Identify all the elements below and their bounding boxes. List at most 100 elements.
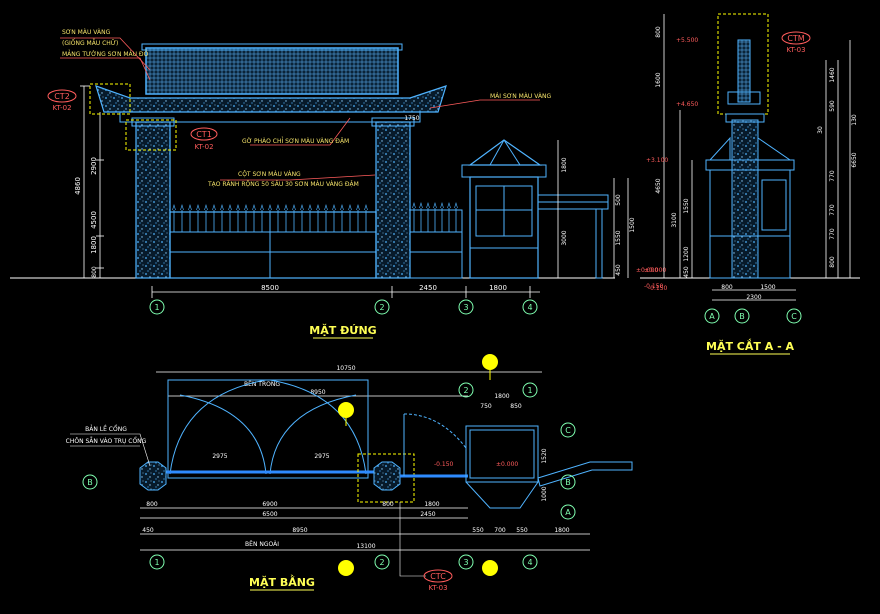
detail-box-ctc — [357, 453, 415, 503]
plan-dim-550b: 550 — [516, 527, 528, 534]
plan-title: MẶT BẰNG — [249, 574, 315, 589]
section-title: MẶT CẮT A - A — [706, 338, 794, 353]
dim-r450: 450 — [615, 264, 622, 276]
elevation-bottom-dims — [151, 286, 540, 298]
fence-bar-spike — [426, 201, 430, 209]
fence-bar-spike — [440, 201, 444, 209]
plan-level-minus: -0.150 — [434, 461, 454, 468]
plan-view: 10750 8950 BÊN TRONG 2975 2975 — [66, 354, 633, 592]
dim-r1500: 1500 — [629, 217, 636, 232]
plan-dim-8950: 8950 — [310, 389, 325, 396]
sec-r130: 130 — [851, 114, 858, 126]
section-axes — [704, 308, 802, 324]
gate-bar-spike — [196, 203, 200, 211]
plan-left-column — [139, 461, 167, 491]
gate-bar-spike — [324, 203, 328, 211]
sec-b2300: 2300 — [746, 294, 761, 301]
barrier-arm — [537, 194, 609, 279]
plan-axis-b-left: B — [87, 478, 93, 487]
elevation-left-dims — [80, 85, 104, 279]
section-left-dims — [663, 14, 693, 278]
dim-r1550: 1550 — [615, 230, 622, 245]
gate-bar-spike — [292, 203, 296, 211]
section-view: 800 1600 4650 3100 1550 1200 450 +5.500 … — [636, 13, 860, 355]
note-column-yellow: CỘT SƠN MÀU VÀNG — [238, 171, 301, 178]
sec-level-2: +4.650 — [676, 101, 698, 108]
note-groove: TẠO RÃNH RỘNG 50 SÂU 30 SƠN MÀU VÀNG ĐẬM — [207, 181, 359, 188]
callout-ctc-bubble — [423, 569, 453, 583]
plan-dim-450: 450 — [142, 527, 154, 534]
plan-axis-4: 4 — [527, 558, 532, 567]
callout-kt03-sec: KT-03 — [786, 46, 805, 54]
plan-barrier — [537, 461, 633, 487]
callout-ctc: CTC — [430, 572, 446, 581]
callout-ct1: CT1 — [196, 130, 212, 139]
section-guardhouse-body — [709, 169, 791, 279]
plan-axis-3: 3 — [463, 558, 468, 567]
callout-kt02-b: KT-02 — [194, 143, 213, 151]
right-gate-column — [375, 121, 411, 279]
sec-b800: 800 — [721, 284, 733, 291]
elevation-leaders — [60, 37, 540, 181]
callout-ct2: CT2 — [54, 92, 70, 101]
callout-kt02-a: KT-02 — [52, 104, 71, 112]
sec-dim-1550: 1550 — [683, 198, 690, 213]
right-column-cap — [371, 117, 415, 127]
plan-dim-6900: 6900 — [262, 501, 277, 508]
callout-ct2-bubble — [47, 89, 77, 103]
sec-level-4: ±0.000 — [636, 267, 658, 274]
fence-bar-spike — [454, 201, 458, 209]
gate-bar-spike — [356, 203, 360, 211]
plan-axis-1-top: 1 — [527, 386, 532, 395]
elevation-view: 4860 2900 4500 1800 800 8500 2450 1800 1… — [10, 29, 666, 339]
axis-1: 1 — [154, 303, 159, 312]
section-bottom-dims — [712, 289, 796, 301]
plan-axes — [82, 382, 576, 570]
plan-g750: 750 — [480, 403, 492, 410]
note-roof-yellow: MÁI SƠN MÀU VÀNG — [490, 93, 552, 100]
axis-a: A — [709, 312, 715, 321]
plan-label-outside: BÊN NGOÀI — [245, 540, 279, 548]
plan-dim-800b: 800 — [382, 501, 394, 508]
plan-dim-700: 700 — [494, 527, 506, 534]
gate-bar-spike — [228, 203, 232, 211]
sec-level-1: +5.500 — [676, 37, 698, 44]
dim-2450: 2450 — [419, 284, 437, 292]
plan-bottom-dims — [140, 507, 590, 551]
fence-bars — [412, 201, 458, 232]
gate-bar-spike — [308, 203, 312, 211]
detail-box-ct2 — [89, 83, 131, 115]
note-red-wall: MẢNG TƯỜNG SƠN MÀU ĐỎ — [62, 50, 149, 58]
dim-1800: 1800 — [90, 236, 98, 254]
plan-dim-6500: 6500 — [262, 511, 277, 518]
section-window — [761, 179, 787, 231]
sec-r1460: 1460 — [829, 67, 836, 82]
plan-dim-10750: 10750 — [336, 365, 355, 372]
sec-dim-1200: 1200 — [683, 246, 690, 261]
gate-bar-spike — [244, 203, 248, 211]
plan-axis-2-top: 2 — [463, 386, 468, 395]
section-roof-beam — [727, 91, 761, 105]
elevation-title: MẶT ĐỨNG — [309, 323, 376, 337]
sec-level-5: -0.150 — [648, 285, 668, 292]
level-zero: ±0.000 — [644, 267, 666, 274]
plan-note-embed: CHÔN SẴN VÀO TRỤ CỔNG — [66, 437, 147, 445]
gate-bar-spike — [204, 203, 208, 211]
plan-dim-2450: 2450 — [420, 511, 435, 518]
note-like-letter: (GIỐNG MẪU CHỮ) — [62, 39, 118, 47]
dim-r3000: 3000 — [561, 230, 568, 245]
plan-dim-550: 550 — [472, 527, 484, 534]
dim-1800-bottom: 1800 — [489, 284, 507, 292]
dim-4500: 4500 — [90, 211, 98, 229]
plan-dim-800a: 800 — [146, 501, 158, 508]
gate-bar-spike — [172, 203, 176, 211]
gate-bar-spike — [284, 203, 288, 211]
plan-g1520: 1520 — [541, 448, 548, 463]
axis-4: 4 — [527, 303, 532, 312]
section-column — [731, 119, 759, 279]
callout-ct1-bubble — [190, 127, 218, 141]
section-right-dims — [825, 40, 851, 278]
dim-2900: 2900 — [90, 157, 98, 175]
